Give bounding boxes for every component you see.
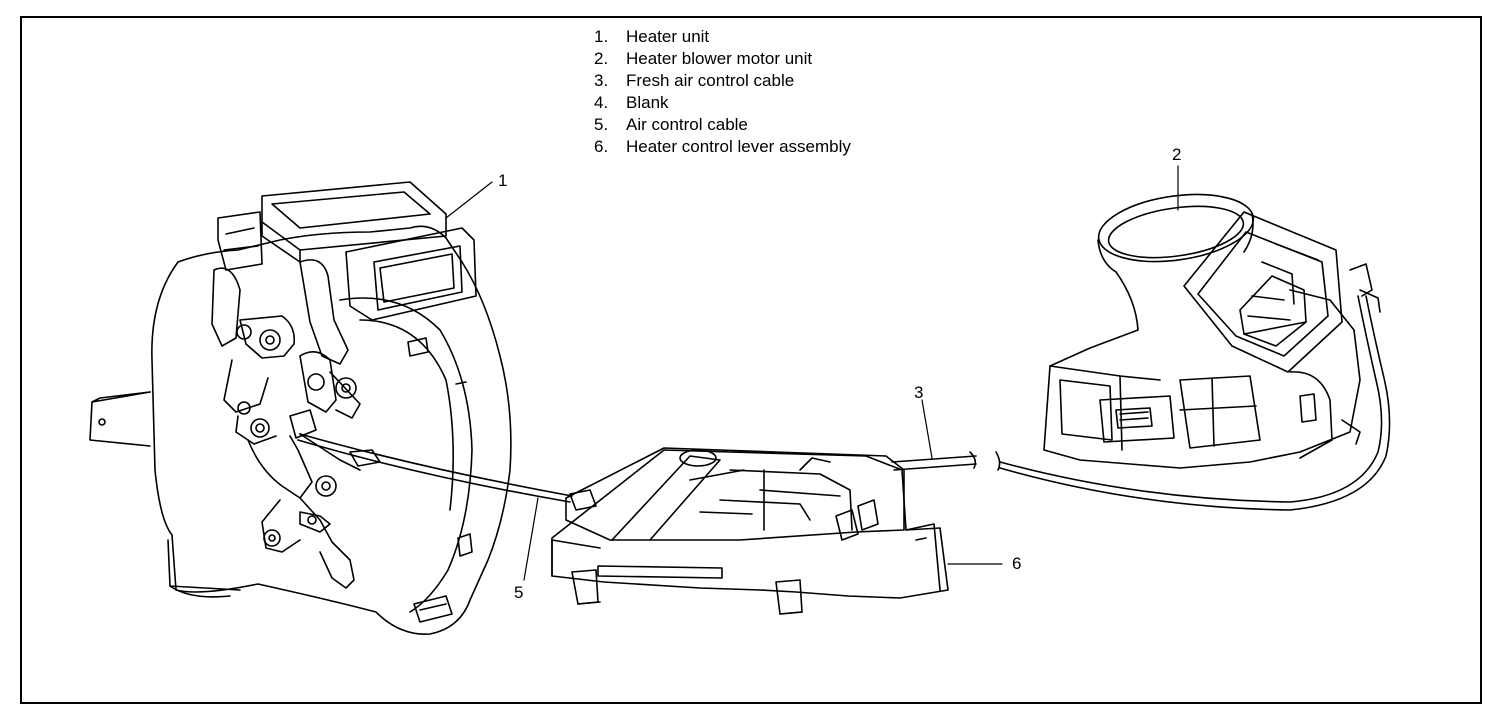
legend-label: Fresh air control cable bbox=[626, 71, 795, 90]
fresh-air-cable-drawing bbox=[892, 296, 1390, 510]
legend-item-fresh-air-cable: 3. Fresh air control cable bbox=[594, 70, 851, 92]
legend-item-heater-unit: 1. Heater unit bbox=[594, 26, 851, 48]
leader-line-5 bbox=[524, 498, 538, 580]
legend-number: 2. bbox=[594, 49, 609, 68]
legend-number: 3. bbox=[594, 71, 609, 90]
callout-2: 2 bbox=[1172, 145, 1182, 164]
legend-number: 6. bbox=[594, 137, 609, 156]
control-lever-assembly-drawing bbox=[552, 448, 948, 614]
legend-item-air-control-cable: 5. Air control cable bbox=[594, 114, 851, 136]
leader-line-3 bbox=[922, 400, 932, 458]
legend-item-control-lever: 6. Heater control lever assembly bbox=[594, 136, 851, 158]
legend-label: Heater unit bbox=[626, 27, 710, 46]
legend-item-blank: 4. Blank bbox=[594, 92, 851, 114]
blower-motor-unit-drawing bbox=[1044, 185, 1380, 468]
callout-5: 5 bbox=[514, 583, 524, 602]
legend-item-blower-motor: 2. Heater blower motor unit bbox=[594, 48, 851, 70]
callout-leaders bbox=[446, 166, 1178, 580]
legend-label: Blank bbox=[626, 93, 669, 112]
legend-label: Heater blower motor unit bbox=[626, 49, 813, 68]
diagram-frame bbox=[20, 16, 1482, 704]
legend-number: 4. bbox=[594, 93, 609, 112]
leader-line-1 bbox=[446, 182, 492, 218]
parts-legend: 1. Heater unit 2. Heater blower motor unit… bbox=[594, 26, 851, 158]
callout-1: 1 bbox=[498, 171, 508, 190]
legend-label: Heater control lever assembly bbox=[626, 137, 851, 156]
air-control-cable-drawing bbox=[298, 434, 572, 502]
callout-3: 3 bbox=[914, 383, 924, 402]
heater-unit-drawing bbox=[90, 182, 511, 634]
legend-number: 1. bbox=[594, 27, 609, 46]
legend-label: Air control cable bbox=[626, 115, 748, 134]
callout-6: 6 bbox=[1012, 554, 1022, 573]
legend-number: 5. bbox=[594, 115, 609, 134]
